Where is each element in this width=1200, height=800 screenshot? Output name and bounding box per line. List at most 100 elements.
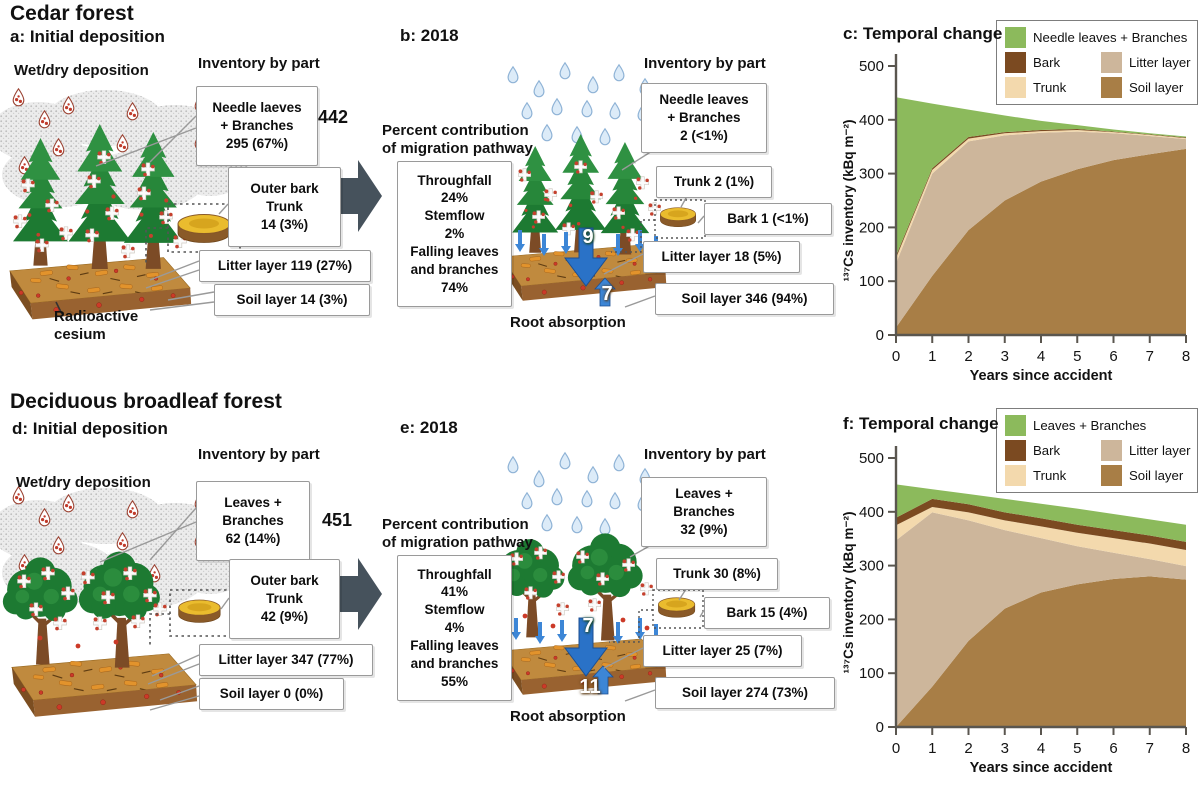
cedar-section-title: Cedar forest	[10, 2, 134, 25]
legend-label: Soil layer	[1129, 468, 1184, 483]
area-litter-layer	[896, 131, 1186, 328]
pathway-box-b: Throughfall 24% Stemflow 2% Falling leav…	[397, 161, 512, 307]
root-absorption-label-b: Root absorption	[510, 314, 626, 331]
y-axis-label: ¹³⁷Cs inventory (kBq m⁻²)	[841, 512, 856, 674]
x-tick-label: 7	[1146, 740, 1154, 757]
x-tick-label: 1	[928, 348, 936, 365]
x-tick-label: 2	[964, 740, 972, 757]
bark-sample-trail	[611, 219, 655, 253]
bark-inventory-box-e: Bark 15 (4%)	[704, 597, 830, 629]
y-tick-label: 100	[859, 665, 884, 682]
area-soil-layer	[896, 148, 1186, 335]
litter-inventory-box-a: Litter layer 119 (27%)	[199, 250, 371, 282]
bark-sample-outline	[654, 199, 706, 239]
bark-sample-trail	[145, 227, 168, 264]
bark-disc-icon	[177, 214, 231, 243]
x-tick-label: 2	[964, 348, 972, 365]
x-tick-label: 3	[1001, 740, 1009, 757]
radioactive-cesium-label: Radioactive cesium	[54, 308, 139, 343]
y-tick-label: 400	[859, 504, 884, 521]
x-tick-label: 5	[1073, 348, 1081, 365]
legend-item-soil-layer: Soil layer	[1101, 465, 1183, 486]
x-tick-label: 3	[1001, 348, 1009, 365]
bark-sample-trail	[149, 613, 170, 646]
pathway-box-e: Throughfall 41% Stemflow 4% Falling leav…	[397, 555, 512, 701]
bark-trunk-inventory-box-d: Outer bark Trunk 42 (9%)	[229, 559, 340, 639]
x-tick-label: 8	[1182, 348, 1190, 365]
wet-dry-deposition-label-d: Wet/dry deposition	[16, 474, 151, 491]
legend-item-needle-leaves-branches: Needle leaves + Branches	[1005, 27, 1191, 48]
panel-b-label: b: 2018	[400, 26, 459, 45]
inventory-header-e: Inventory by part	[644, 446, 766, 463]
x-tick-label: 4	[1037, 348, 1045, 365]
x-axis-label: Years since accident	[970, 368, 1113, 383]
legend-swatch	[1101, 465, 1122, 486]
legend-swatch	[1101, 77, 1122, 98]
canopy-inventory-box-a: Needle laeves + Branches 295 (67%)	[196, 86, 318, 166]
panel-e-label: e: 2018	[400, 418, 458, 437]
root-flux-value-b: 7	[601, 283, 613, 305]
trunk-inventory-box-b: Trunk 2 (1%)	[656, 166, 772, 198]
x-tick-label: 0	[892, 348, 900, 365]
legend-label: Soil layer	[1129, 80, 1184, 95]
y-tick-label: 0	[876, 719, 884, 736]
broadleaf-2018-illustration	[495, 452, 704, 696]
legend-row: Bark Litter layer	[1005, 440, 1191, 461]
bark-inventory-box-b: Bark 1 (<1%)	[704, 203, 832, 235]
deposition-value-d: 451	[322, 510, 353, 530]
y-tick-label: 100	[859, 273, 884, 290]
legend-row: Trunk Soil layer	[1005, 77, 1191, 98]
legend-item-litter-layer: Litter layer	[1101, 440, 1191, 461]
legend-label: Leaves + Branches	[1033, 418, 1147, 433]
legend-swatch	[1101, 52, 1122, 73]
x-axis-label: Years since accident	[970, 760, 1113, 775]
area-soil-layer	[896, 576, 1186, 727]
panel-d-label: d: Initial deposition	[12, 419, 168, 438]
pathway-header-b: Percent contribution of migration pathwa…	[382, 122, 533, 158]
legend-swatch	[1005, 415, 1026, 436]
panel-a-label: a: Initial deposition	[10, 27, 165, 46]
legend-label: Trunk	[1033, 468, 1067, 483]
x-tick-label: 8	[1182, 740, 1190, 757]
legend-row: Needle leaves + Branches	[1005, 27, 1191, 48]
y-tick-label: 0	[876, 327, 884, 344]
legend-swatch	[1101, 440, 1122, 461]
throughfall-flux-value-e: 7	[582, 615, 594, 637]
bark-disc-icon	[660, 207, 697, 228]
x-tick-label: 1	[928, 740, 936, 757]
transition-arrow-icon	[336, 558, 382, 630]
legend-item-leaves-branches: Leaves + Branches	[1005, 415, 1191, 436]
legend-row: Trunk Soil layer	[1005, 465, 1191, 486]
inventory-header-d: Inventory by part	[198, 446, 320, 463]
litter-inventory-box-d: Litter layer 347 (77%)	[199, 644, 373, 676]
area-bark	[896, 498, 1186, 550]
trunk-inventory-box-e: Trunk 30 (8%)	[656, 558, 778, 590]
cedar-2018-illustration	[501, 62, 706, 307]
y-tick-label: 200	[859, 611, 884, 628]
legend-label: Bark	[1033, 55, 1061, 70]
y-tick-label: 300	[859, 166, 884, 183]
legend-item-trunk: Trunk	[1005, 465, 1101, 486]
root-flux-value-e: 11	[579, 676, 601, 698]
litter-inventory-box-e: Litter layer 25 (7%)	[643, 635, 802, 667]
legend-swatch	[1005, 27, 1026, 48]
y-tick-label: 300	[859, 558, 884, 575]
wet-dry-deposition-label-a: Wet/dry deposition	[14, 62, 149, 79]
y-tick-label: 500	[859, 450, 884, 467]
legend-label: Bark	[1033, 443, 1061, 458]
legend-item-bark: Bark	[1005, 440, 1101, 461]
legend-label: Litter layer	[1129, 443, 1191, 458]
soil-inventory-box-d: Soil layer 0 (0%)	[199, 678, 344, 710]
deposition-drop-icon	[12, 88, 25, 107]
inventory-header-b: Inventory by part	[644, 55, 766, 72]
soil-inventory-box-e: Soil layer 274 (73%)	[655, 677, 835, 709]
pathway-header-e: Percent contribution of migration pathwa…	[382, 516, 533, 552]
legend-label: Trunk	[1033, 80, 1067, 95]
x-tick-label: 6	[1109, 740, 1117, 757]
x-tick-label: 4	[1037, 740, 1045, 757]
deposition-value-a: 442	[318, 107, 349, 127]
